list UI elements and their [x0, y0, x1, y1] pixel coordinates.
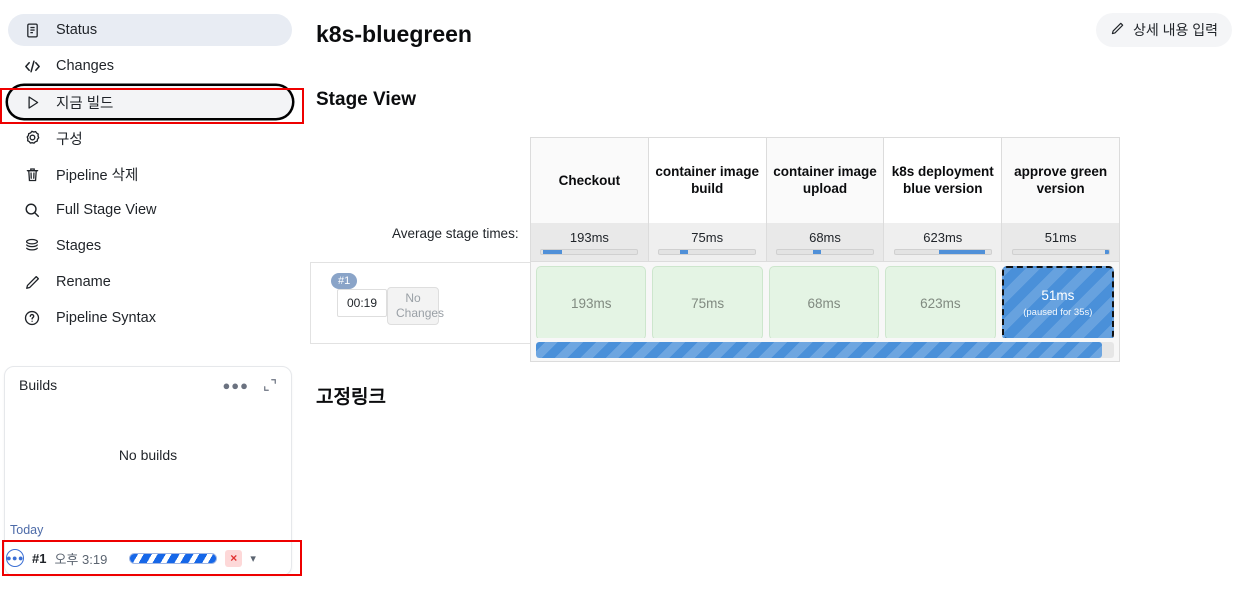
builds-panel-header: Builds ●●● — [5, 367, 291, 393]
stage-cell-time: 51ms — [1041, 288, 1075, 303]
stage-header: Checkout — [531, 138, 649, 224]
stage-cell-time: 68ms — [807, 295, 841, 311]
build-number: #1 — [32, 550, 47, 566]
build-timestamp: 오후 3:19 — [54, 551, 108, 567]
no-builds-message: No builds — [118, 447, 178, 463]
sidebar-item-stages[interactable]: Stages — [8, 230, 292, 262]
average-stage-times-label: Average stage times: — [392, 226, 519, 241]
sidebar-item-label: 지금 빌드 — [56, 95, 114, 112]
stop-build-button[interactable]: × — [225, 549, 243, 567]
stage-average-time: 68ms — [809, 229, 841, 245]
sidebar-item-rename[interactable]: Rename — [8, 266, 292, 298]
stage-header: k8s deployment blue version — [884, 138, 1003, 224]
code-icon — [22, 56, 42, 76]
sidebar-nav: Status Changes 지금 빌드 — [0, 0, 300, 334]
gear-icon — [22, 128, 42, 148]
run-changes-chip: No Changes — [387, 287, 444, 325]
sidebar-item-pipeline-syntax[interactable]: Pipeline Syntax — [8, 302, 292, 334]
stage-average-cell: 623ms — [884, 223, 1003, 261]
sidebar: Status Changes 지금 빌드 — [0, 0, 300, 600]
builds-group-label: Today — [10, 523, 44, 537]
run-info-cell[interactable]: #1 00:19 No Changes — [310, 262, 532, 344]
in-progress-icon: ●●● — [6, 549, 24, 567]
stage-header: container image upload — [766, 138, 885, 224]
stage-run-row: #1 00:19 No Changes 193ms 75ms 68ms 623ms 51… — [306, 262, 1120, 344]
run-duration-chip: 00:19 — [337, 289, 388, 317]
stack-icon — [22, 236, 42, 256]
stage-average-time: 51ms — [1044, 229, 1077, 245]
stage-average-cell: 51ms — [1002, 223, 1119, 261]
detail-input-button[interactable]: 상세 내용 입력 — [1095, 13, 1232, 47]
stage-cell-success[interactable]: 68ms — [768, 266, 880, 340]
stage-average-bar — [1011, 248, 1110, 255]
sidebar-item-label: Changes — [56, 58, 115, 74]
run-progress-bar — [536, 342, 1114, 358]
detail-input-label: 상세 내용 입력 — [1132, 22, 1218, 38]
expand-icon[interactable] — [263, 378, 277, 392]
stage-average-row: 193ms 75ms 68ms 623ms 51ms — [530, 223, 1120, 262]
run-progress-container — [530, 338, 1120, 362]
pencil-icon — [22, 272, 42, 292]
sidebar-item-label: Stages — [56, 238, 102, 254]
trash-icon — [22, 164, 42, 184]
sidebar-item-status[interactable]: Status — [8, 14, 292, 46]
sidebar-item-label: Pipeline 삭제 — [56, 167, 139, 184]
stage-average-cell: 193ms — [531, 223, 649, 261]
main-content: k8s-bluegreen 상세 내용 입력 Stage View Averag… — [300, 0, 1240, 600]
permalinks-heading: 고정링크 — [316, 387, 386, 408]
stage-cells: 193ms 75ms 68ms 623ms 51ms (paused for 35s) — [530, 262, 1120, 344]
stage-header: approve green version — [1002, 138, 1119, 224]
stage-cell-time: 75ms — [691, 295, 725, 311]
sidebar-item-label: Rename — [56, 274, 111, 290]
page-title: k8s-bluegreen — [316, 21, 472, 47]
stage-cell-note: (paused for 35s) — [1023, 307, 1093, 318]
sidebar-item-label: Pipeline Syntax — [56, 310, 156, 326]
stage-cell-time: 193ms — [570, 295, 612, 311]
stage-average-bar — [775, 248, 875, 255]
sidebar-item-configure[interactable]: 구성 — [8, 122, 292, 154]
search-icon — [22, 200, 42, 220]
build-progress-bar — [129, 552, 218, 564]
stage-cell-success[interactable]: 623ms — [885, 266, 996, 340]
stage-average-cell: 68ms — [766, 223, 885, 261]
stage-average-time: 75ms — [691, 229, 724, 245]
sidebar-item-label: Status — [56, 22, 98, 38]
stage-cell-paused[interactable]: 51ms (paused for 35s) — [1001, 266, 1115, 340]
run-number-badge: #1 — [331, 273, 358, 289]
pencil-icon — [1110, 21, 1125, 39]
sidebar-item-label: Full Stage View — [56, 202, 157, 218]
document-icon — [22, 20, 42, 40]
builds-panel-actions: ●●● — [222, 378, 277, 393]
sidebar-item-full-stage-view[interactable]: Full Stage View — [8, 194, 292, 226]
chevron-down-icon[interactable]: ▾ — [250, 552, 256, 565]
stage-average-bar — [658, 248, 757, 255]
stage-average-cell: 75ms — [648, 223, 767, 261]
stage-view-heading: Stage View — [316, 89, 416, 110]
stage-average-bar — [893, 248, 992, 255]
stage-cell-success[interactable]: 75ms — [652, 266, 763, 340]
builds-panel-title: Builds — [19, 377, 58, 393]
sidebar-item-changes[interactable]: Changes — [8, 50, 292, 82]
sidebar-item-delete-pipeline[interactable]: Pipeline 삭제 — [8, 158, 292, 190]
play-icon — [22, 92, 42, 112]
ellipsis-icon[interactable]: ●●● — [222, 377, 249, 393]
question-icon — [22, 308, 42, 328]
sidebar-item-label: 구성 — [56, 131, 83, 148]
stage-cell-success[interactable]: 193ms — [536, 266, 647, 340]
stage-average-bar — [540, 248, 639, 255]
stage-cell-time: 623ms — [920, 295, 961, 311]
sidebar-item-build-now[interactable]: 지금 빌드 — [8, 86, 292, 118]
stage-header: container image build — [648, 138, 767, 224]
stage-average-time: 623ms — [923, 229, 963, 245]
build-list-item[interactable]: ●●● #1 오후 3:19 × ▾ — [6, 545, 298, 571]
stage-average-time: 193ms — [569, 229, 609, 245]
